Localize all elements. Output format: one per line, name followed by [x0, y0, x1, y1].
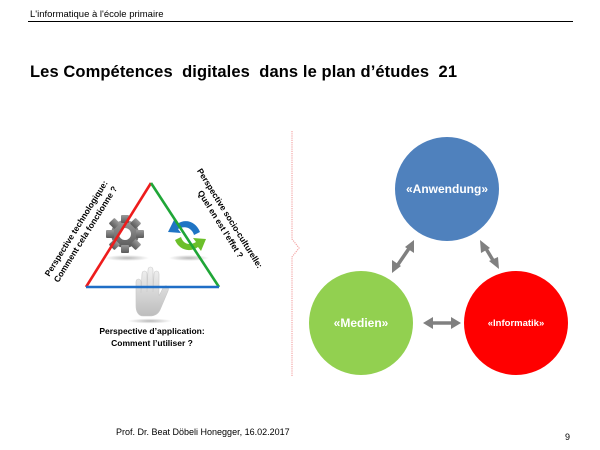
section-divider: [291, 131, 300, 376]
page-number: 9: [565, 432, 571, 442]
footer-author: Prof. Dr. Beat Döbeli Honegger, 16.02.20…: [116, 427, 290, 437]
perspectives-triangle: Perspective technologique: Comment cela …: [42, 167, 265, 348]
hand-icon: [128, 266, 172, 324]
slide-title: Les Compétences digitales dans le plan d…: [30, 63, 458, 81]
svg-text:Comment l’utiliser ?: Comment l’utiliser ?: [111, 338, 193, 348]
circle-informatik: «Informatik»: [464, 271, 568, 375]
arrow-anwendung-medien: [392, 240, 414, 273]
header-divider: [28, 21, 573, 23]
edge-technologique: [84, 182, 153, 288]
svg-text:Perspective d’application:: Perspective d’application:: [99, 326, 205, 336]
edge-socio-culturelle: [149, 182, 221, 288]
gear-icon: [105, 215, 149, 261]
circle-medien: «Medien»: [309, 271, 413, 375]
svg-text:«Anwendung»: «Anwendung»: [406, 182, 488, 196]
svg-text:«Informatik»: «Informatik»: [488, 318, 545, 329]
svg-text:«Medien»: «Medien»: [334, 316, 389, 330]
svg-text:Perspective socio-culturelle:: Perspective socio-culturelle:: [195, 167, 265, 271]
header-title: L'informatique à l'école primaire: [30, 9, 164, 20]
label-application: Perspective d’application: Comment l’uti…: [99, 326, 205, 348]
arrow-medien-informatik: [423, 317, 461, 329]
arrow-anwendung-informatik: [480, 240, 499, 269]
circle-anwendung: «Anwendung»: [395, 137, 499, 241]
competence-circles: «Anwendung» «Medien» «Informatik»: [309, 137, 568, 375]
